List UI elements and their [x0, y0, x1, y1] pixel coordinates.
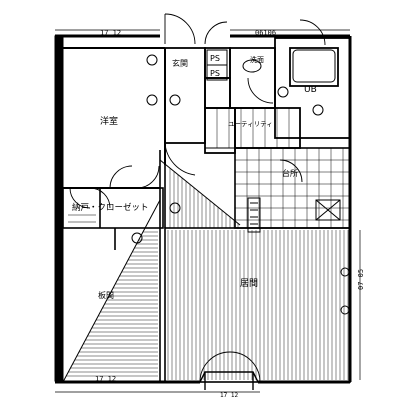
closet-hatch: [68, 214, 96, 223]
dimension-right-side: 07 05: [357, 269, 365, 290]
sink-fixture: [242, 59, 289, 98]
pipe-space-label-2: PS: [210, 69, 220, 78]
kitchen-appliance: [315, 199, 341, 221]
dimension-bottom-center: 17 12: [220, 392, 238, 399]
living-floor: [167, 230, 349, 380]
room-label-living: 居間: [240, 278, 258, 289]
room-label-washroom: 洗面: [250, 55, 264, 64]
dimension-lines: [55, 29, 361, 393]
kitchen-tiles: [204, 108, 350, 228]
bay-window: [199, 371, 259, 390]
left-wall-thick: [54, 35, 64, 382]
living-room: [164, 227, 351, 383]
room-label-board: 板間: [98, 290, 114, 300]
dimension-top-right: 06106: [255, 29, 276, 37]
pipe-space-label-1: PS: [210, 54, 220, 63]
door-swings: [69, 13, 326, 383]
dimension-top-left: 17 12: [100, 29, 121, 37]
pipe-space-boxes: [206, 49, 228, 81]
closet-block: [62, 187, 164, 250]
counter-marks: [247, 197, 261, 233]
dimension-bottom-left: 17 12: [95, 375, 116, 383]
room-label-closet: 納戸・クローゼット: [72, 202, 149, 213]
unit-bath-label: UB: [304, 85, 317, 95]
room-label-entrance: 玄関: [172, 58, 188, 68]
utility-floor: [204, 107, 301, 149]
wall-markers: [131, 54, 350, 315]
room-label-utility: ユーティリティ: [228, 120, 273, 128]
hallway-walls: [159, 150, 166, 382]
board-room-hatch: [66, 168, 239, 377]
room-label-kitchen: 台所: [282, 168, 298, 178]
room-label-western: 洋室: [100, 115, 118, 127]
unit-bath-fixture: [292, 49, 336, 116]
